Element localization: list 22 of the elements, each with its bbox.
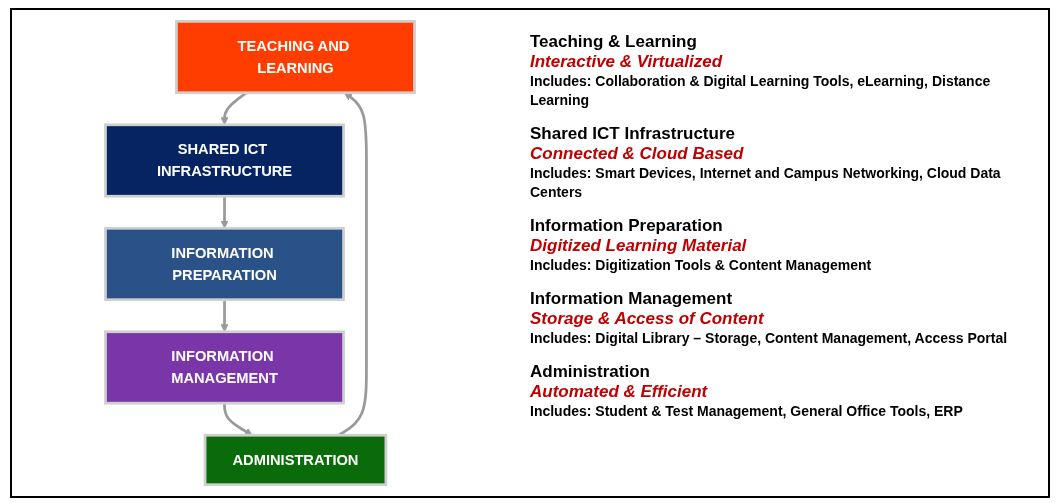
item-subtitle: Digitized Learning Material: [530, 236, 748, 256]
arrow: [220, 196, 229, 229]
item-subtitle: Automated & Efficient: [530, 382, 709, 402]
item-description: Includes: Student & Test Management, General Office Tools, ERP: [530, 402, 964, 421]
node-box: INFORMATION PREPARATION: [104, 226, 345, 302]
item-description: Includes: Smart Devices, Internet and Campus Networking, Cloud Data Centers: [530, 164, 1002, 202]
item-subtitle: Interactive & Virtualized: [530, 52, 724, 72]
node-box: ADMINISTRATION: [203, 433, 388, 487]
item-description: Includes: Digitization Tools & Content Management: [530, 256, 873, 275]
item-heading: Information Management: [530, 289, 734, 309]
node-box: SHARED ICT INFRASTRUCTURE: [104, 123, 345, 198]
item-description: Includes: Collaboration & Digital Learning Tools, eLearning, Distance Learning: [530, 72, 992, 110]
item-heading: Teaching & Learning: [530, 32, 698, 52]
item-heading: Shared ICT Infrastructure: [530, 124, 736, 144]
node-box: INFORMATION MANAGEMENT: [104, 330, 345, 405]
item-heading: Information Preparation: [530, 216, 724, 236]
item-subtitle: Storage & Access of Content: [530, 309, 765, 329]
item-subtitle: Connected & Cloud Based: [530, 144, 745, 164]
node-box: TEACHING AND LEARNING: [175, 19, 416, 95]
arrow: [223, 403, 253, 436]
item-heading: Administration: [530, 362, 651, 382]
item-description: Includes: Digital Library – Storage, Content Management, Access Portal: [530, 329, 1009, 348]
